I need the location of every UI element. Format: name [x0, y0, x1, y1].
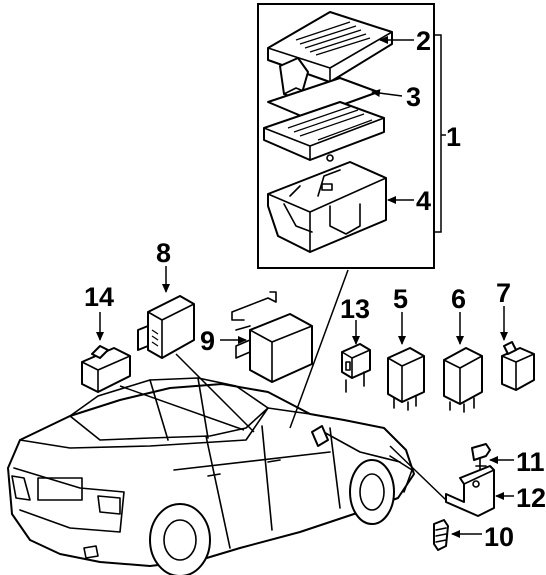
callout-12: 12 — [516, 483, 546, 513]
relay-7[interactable] — [501, 341, 535, 391]
callout-3: 3 — [406, 82, 421, 112]
leader-14-to-vehicle — [119, 385, 245, 431]
leader-8-to-vehicle — [175, 353, 255, 433]
callout-6: 6 — [451, 284, 466, 314]
callout-8: 8 — [156, 238, 171, 268]
callout-1: 1 — [446, 122, 461, 152]
vehicle-silhouette — [7, 377, 415, 575]
stud-11[interactable] — [471, 443, 491, 475]
fuse-box-tray[interactable] — [267, 161, 387, 253]
callout-11: 11 — [516, 447, 545, 477]
leader-3 — [371, 89, 403, 98]
assembly-bracket — [434, 34, 446, 233]
callout-9: 9 — [200, 326, 215, 356]
control-unit-8[interactable] — [137, 295, 195, 359]
relay-module-14[interactable] — [81, 345, 131, 393]
module-with-bracket-9[interactable] — [231, 291, 313, 383]
bolt-10[interactable] — [433, 519, 449, 551]
callout-13: 13 — [340, 294, 370, 324]
leader-assembly-to-vehicle — [289, 269, 349, 429]
relay-6[interactable] — [443, 347, 483, 413]
bracket-12[interactable] — [445, 465, 495, 517]
callout-4: 4 — [416, 186, 431, 216]
callout-5: 5 — [393, 284, 408, 314]
callout-14: 14 — [84, 282, 114, 312]
callout-2: 2 — [416, 26, 431, 56]
fuse-13[interactable] — [341, 343, 371, 393]
relay-5[interactable] — [387, 347, 425, 411]
leader-bracket-to-vehicle — [389, 445, 447, 501]
fuse-box-cover[interactable] — [267, 11, 393, 101]
callout-10: 10 — [484, 522, 514, 552]
assembly-frame — [257, 3, 435, 269]
fuse-panel[interactable] — [263, 77, 385, 162]
callout-7: 7 — [496, 278, 511, 308]
